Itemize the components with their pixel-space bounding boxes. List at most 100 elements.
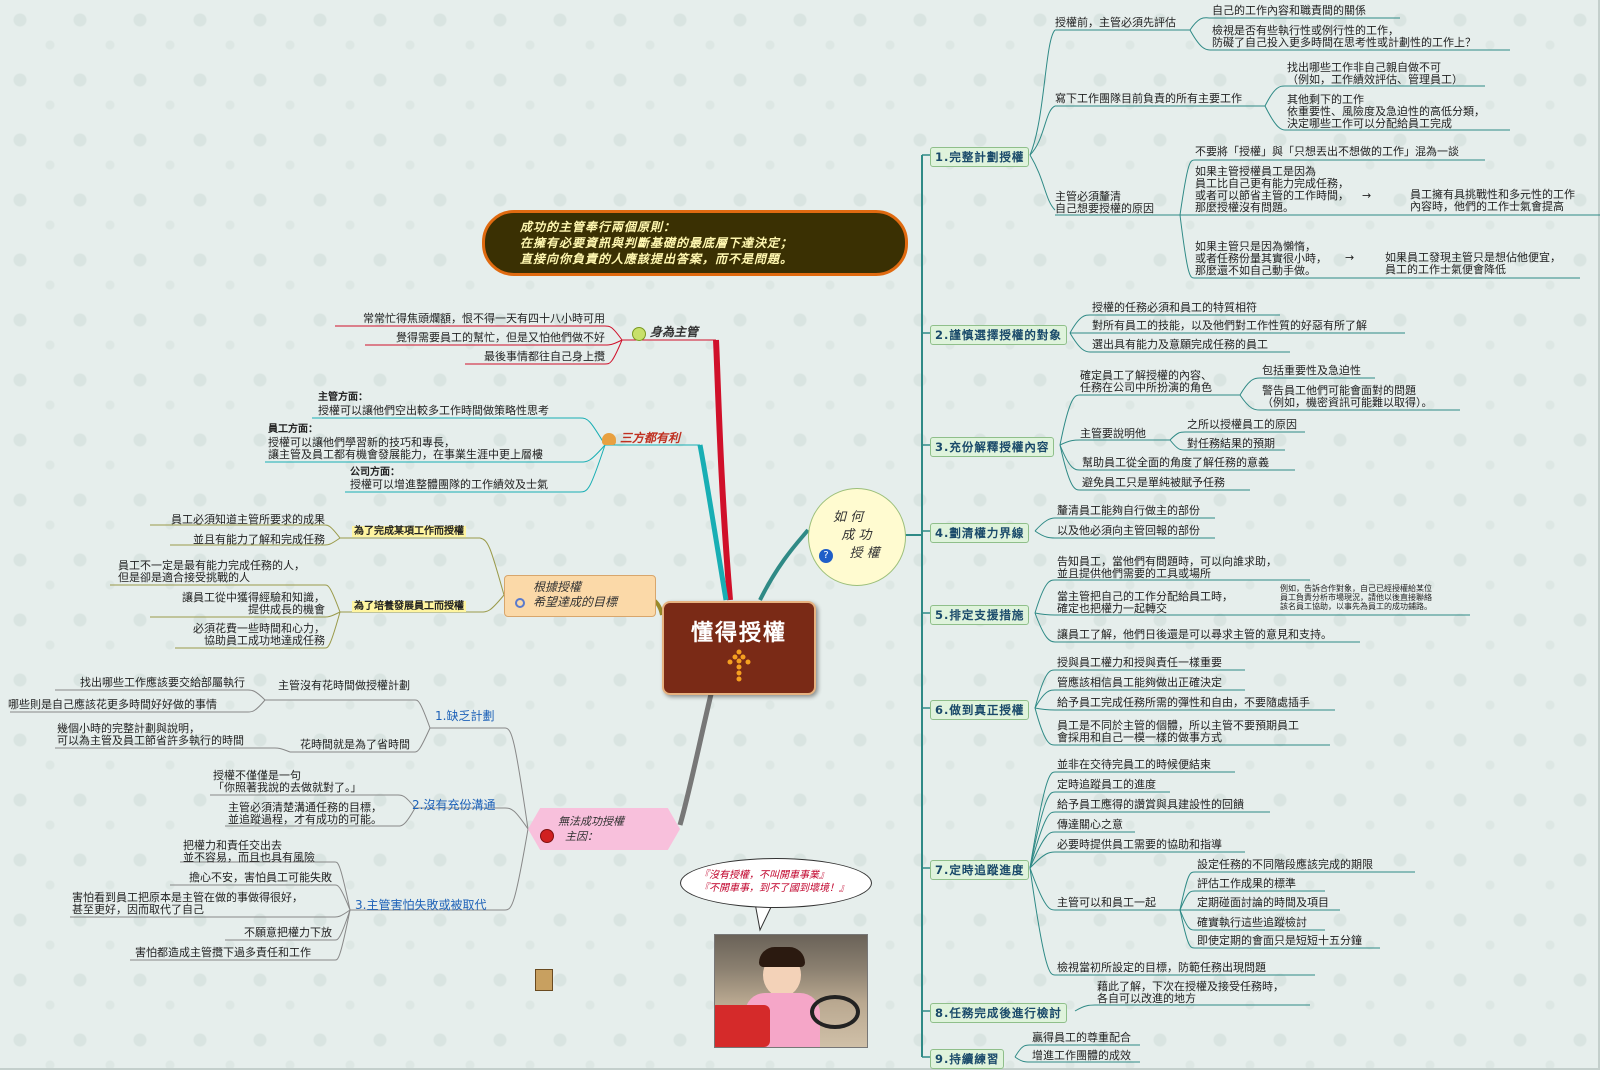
manager-item-3: 最後事情都往自己身上攬 [465, 351, 605, 363]
b7-item-3: 給予員工應得的讚賞與具建設性的回饋 [1057, 799, 1244, 811]
scroll-icon [535, 969, 553, 991]
fail-1-1-item-2: 哪些則是自己應該花更多時間好好做的事情 [8, 699, 217, 711]
b6-item-4: 員工是不同於主管的個體，所以主管不要預期員工 會採用和自己一模一樣的做事方式 [1057, 720, 1299, 744]
win-head-1: 主管方面： [318, 392, 368, 404]
fail-3-item-4: 不願意把權力下放 [200, 927, 332, 939]
fail-label: 無法成功授權 主因： [558, 814, 624, 844]
b7-sub-2: 評估工作成果的標準 [1197, 878, 1296, 890]
manager-item-1: 常常忙得焦頭爛額，恨不得一天有四十八小時可用 [335, 313, 605, 325]
branch-3[interactable]: 3.充份解釋授權內容 [930, 437, 1054, 457]
target-head-2: 為了培養發展員工而授權 [352, 600, 466, 613]
b1-2-item-1: 找出哪些工作非自己親自做不可 （例如，工作績效評估、管理員工） [1287, 62, 1463, 86]
fail-1-sub-1: 主管沒有花時間做授權計劃 [220, 680, 410, 692]
branch-4[interactable]: 4.劃清權力界線 [930, 523, 1029, 543]
b7-item-6: 主管可以和員工一起 [1057, 897, 1156, 909]
fail-3-item-5: 害怕都造成主管攬下過多責任和工作 [135, 947, 311, 959]
b3-2-item-1: 之所以授權員工的原因 [1187, 419, 1297, 431]
b1-3-item-3: 員工擁有具挑戰性和多元性的工作 內容時，他們的工作士氣會提高 [1410, 189, 1575, 213]
smiley-icon [632, 327, 646, 341]
branch-1[interactable]: 1.完整計劃授權 [930, 147, 1029, 167]
b7-sub-3: 定期碰面討論的時間及項目 [1197, 897, 1329, 909]
b9-item-2: 增進工作團體的成效 [1032, 1050, 1131, 1062]
b7-item-7: 檢視當初所設定的目標，防範任務出現問題 [1057, 962, 1266, 974]
no-entry-icon [540, 829, 554, 843]
b3-2-item-2: 對任務結果的預期 [1187, 438, 1275, 450]
branch-6[interactable]: 6.做到真正授權 [930, 700, 1029, 720]
fail-2-item-2: 主管必須清楚溝通任務的目標， 並追蹤過程，才有成功的可能。 [228, 802, 382, 826]
target-1-item-2: 並且有能力了解和完成任務 [130, 534, 325, 546]
hair-shape [759, 947, 805, 967]
steering-wheel-shape [810, 995, 860, 1029]
b1-3-item-1: 不要將「授權」與「只想丟出不想做的工作」混為一談 [1195, 146, 1459, 158]
target-2-item-3: 必須花費一些時間和心力， 協助員工成功地達成任務 [150, 623, 325, 647]
branch-8[interactable]: 8.任務完成後進行檢討 [930, 1003, 1067, 1023]
target-head-1-text: 為了完成某項工作而授權 [352, 526, 466, 537]
fail-2-item-1: 授權不僅僅是一句 「你照著我說的去做就對了。」 [213, 770, 362, 794]
branch-5[interactable]: 5.排定支援措施 [930, 605, 1029, 625]
b3-1-item-2: 警告員工他們可能會面對的問題 （例如，機密資訊可能難以取得）。 [1262, 385, 1433, 409]
target-head-1: 為了完成某項工作而授權 [352, 525, 466, 538]
speech-bubble: 『沒有授權，不叫開車事業』 『不開車事，到不了國到壞境！』 [680, 858, 872, 908]
b5-item-4: 讓員工了解，他們日後還是可以尋求主管的意見和支持。 [1057, 629, 1332, 641]
b1-sub-3: 主管必須釐清 自己想要授權的原因 [1055, 191, 1154, 215]
win-head-2: 員工方面： [268, 424, 318, 436]
central-title: 懂得授權 [664, 615, 814, 647]
branch-2[interactable]: 2.謹慎選擇授權的對象 [930, 325, 1067, 345]
arrow-right-icon: → [1362, 190, 1371, 202]
b1-1-item-2: 檢視是否有些執行性或例行性的工作， 防礙了自己投入更多時間在思考性或計劃性的工作… [1212, 25, 1476, 49]
b3-sub-2: 主管要說明他 [1080, 428, 1146, 440]
howto-node[interactable]: 如 何 成 功 授 權 ? [808, 488, 906, 586]
b5-item-3: 例如，告訴合作對象，自己已經授權給某位 員工負責分析市場現況，請他以後直接聯絡 … [1280, 584, 1432, 611]
fail-3-item-2: 擔心不安，害怕員工可能失敗 [150, 872, 332, 884]
arrow-right-icon: → [1345, 252, 1354, 264]
b1-3-item-2: 如果主管授權員工是因為 員工比自己更有能力完成任務， 或者可以節省主管的工作時間… [1195, 166, 1349, 214]
b1-sub-1: 授權前，主管必須先評估 [1055, 17, 1176, 29]
branch-7[interactable]: 7.定時追蹤進度 [930, 860, 1029, 880]
principle-banner: 成功的主管奉行兩個原則： 在擁有必要資訊與判斷基礎的最底層下達決定； 直接向你負… [482, 210, 908, 276]
fail-3-item-1: 把權力和責任交出去 並不容易，而且也具有風險 [183, 840, 315, 864]
b7-item-2: 定時追蹤員工的進度 [1057, 779, 1156, 791]
b2-item-3: 選出具有能力及意願完成任務的員工 [1092, 339, 1268, 351]
win-text-3: 授權可以增進整體團隊的工作績效及士氣 [350, 479, 548, 491]
child-photo [714, 934, 868, 1048]
b7-sub-1: 設定任務的不同階段應該完成的期限 [1197, 859, 1373, 871]
up-arrow-icon [727, 649, 751, 683]
b3-item-2: 避免員工只是單純被賦予任務 [1082, 477, 1225, 489]
toy-car-shape [714, 1005, 770, 1047]
b1-sub-2: 寫下工作團隊目前負責的所有主要工作 [1055, 93, 1242, 105]
fail-cause-3[interactable]: 3.主管害怕失敗或被取代 [355, 896, 486, 913]
branch-9[interactable]: 9.持續練習 [930, 1049, 1004, 1069]
win-text-2: 授權可以讓他們學習新的技巧和專長， 讓主管及員工都有機會發展能力，在事業生涯中更… [268, 437, 543, 461]
b7-sub-4: 確實執行這些追蹤檢討 [1197, 917, 1307, 929]
b5-item-2: 當主管把自己的工作分配給員工時， 確定也把權力一起轉交 [1057, 591, 1233, 615]
b3-item-1: 幫助員工從全面的角度了解任務的意義 [1082, 457, 1269, 469]
target-icon [515, 598, 525, 608]
target-2-item-2: 讓員工從中獲得經驗和知識， 提供成長的機會 [150, 592, 325, 616]
fail-cause-2[interactable]: 2.沒有充份溝通 [412, 796, 495, 813]
b2-item-2: 對所有員工的技能，以及他們對工作性質的好惡有所了解 [1092, 320, 1367, 332]
b6-item-1: 授與員工權力和授與責任一樣重要 [1057, 657, 1222, 669]
bubble-text: 『沒有授權，不叫開車事業』 『不開車事，到不了國到壞境！』 [699, 869, 849, 895]
b1-1-item-1: 自己的工作內容和職責間的關係 [1212, 5, 1366, 17]
win-text-1: 授權可以讓他們空出較多工作時間做策略性思考 [318, 405, 549, 417]
fail-cause-1[interactable]: 1.缺乏計劃 [435, 707, 494, 724]
b3-1-item-1: 包括重要性及急迫性 [1262, 365, 1361, 377]
b6-item-2: 管應該相信員工能夠做出正確決定 [1057, 677, 1222, 689]
targets-node[interactable]: 根據授權 希望達成的目標 [504, 575, 656, 617]
b7-item-5: 必要時提供員工需要的協助和指導 [1057, 839, 1222, 851]
as-manager-label[interactable]: 身為主管 [650, 325, 698, 340]
howto-label: 如 何 成 功 授 權 [833, 509, 880, 563]
fail-3-item-3: 害怕看到員工把原本是主管在做的事做得很好， 甚至更好，因而取代了自己 [72, 892, 303, 916]
b7-item-1: 並非在交待完員工的時候便結束 [1057, 759, 1211, 771]
central-topic[interactable]: 懂得授權 [662, 601, 816, 695]
b7-item-4: 傳達關心之意 [1057, 819, 1123, 831]
three-win-label[interactable]: 三方都有利 [620, 431, 680, 446]
target-1-item-1: 員工必須知道主管所要求的成果 [130, 514, 325, 526]
b4-item-1: 釐清員工能夠自行做主的部份 [1057, 505, 1200, 517]
b7-sub-5: 即使定期的會面只是短短十五分鐘 [1197, 935, 1362, 947]
banner-text: 成功的主管奉行兩個原則： 在擁有必要資訊與判斷基礎的最底層下達決定； 直接向你負… [520, 219, 793, 267]
b9-item-1: 贏得員工的尊重配合 [1032, 1032, 1131, 1044]
fail-node[interactable]: 無法成功授權 主因： [528, 808, 680, 850]
fail-1-sub-2: 花時間就是為了省時間 [270, 739, 410, 751]
